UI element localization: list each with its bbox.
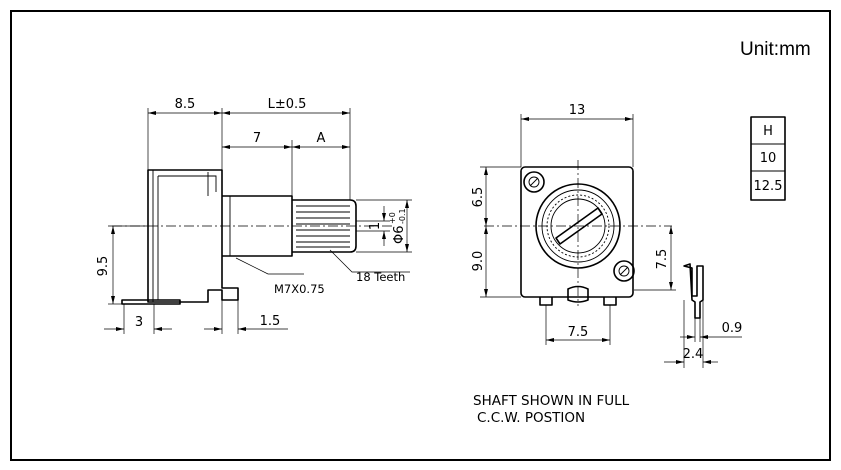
front-terminal-right	[603, 297, 617, 306]
dim-shaft-tolerance-lower: -0.1	[398, 208, 407, 224]
front-terminal-left	[539, 297, 553, 306]
dim-pin-offset: 3	[135, 315, 143, 330]
dim-shaft-height: 9.5	[96, 256, 111, 277]
height-table-row-1: 10	[760, 151, 777, 166]
front-terminal-center	[567, 285, 589, 303]
dim-slot-width: 1	[368, 222, 383, 230]
side-view: 8.5 L±0.5 7 A 9.5 3 1.5 1	[96, 97, 412, 334]
dim-tab-width: 1.5	[260, 314, 281, 329]
height-table-header: H	[763, 124, 773, 139]
dim-shaft-length: L±0.5	[268, 97, 307, 112]
dim-front-right-height: 7.5	[655, 249, 670, 270]
dim-pin-thickness: 0.9	[722, 321, 743, 336]
boss-bottom-right	[613, 260, 635, 282]
note-line-1: SHAFT SHOWN IN FULL	[473, 393, 630, 409]
front-housing	[520, 166, 634, 298]
dim-shaft-diameter: Φ6	[392, 225, 407, 244]
side-pin	[121, 299, 181, 305]
side-body	[147, 169, 239, 303]
height-table-row-2: 12.5	[754, 179, 783, 194]
callout-thread: M7X0.75	[274, 282, 325, 296]
front-view: 13 6.5 9.0 7.5 7.5	[471, 103, 676, 345]
boss-top-left	[523, 171, 545, 193]
height-table: H 10 12.5	[750, 116, 786, 201]
dim-shaft-tolerance-upper: +0	[388, 212, 397, 224]
dim-pin-width: 2.4	[683, 347, 704, 362]
knurl-lines	[296, 205, 350, 248]
pin-detail: 0.9 2.4	[664, 263, 743, 368]
unit-label: Unit:mm	[740, 39, 811, 60]
dim-body-length: 8.5	[175, 97, 196, 112]
dim-front-lower-height: 9.0	[471, 251, 486, 272]
pin-profile	[683, 263, 704, 319]
dim-front-upper-height: 6.5	[471, 187, 486, 208]
dim-knurl-length: A	[317, 131, 326, 146]
callout-knurl: 18 Teeth	[356, 270, 405, 284]
note-line-2: C.C.W. POSTION	[477, 410, 585, 426]
dim-pin-spacing: 7.5	[568, 325, 589, 340]
drawing-frame	[10, 10, 831, 461]
dim-front-width: 13	[569, 103, 586, 118]
front-shaft-slot	[555, 207, 603, 245]
dim-bushing-length: 7	[253, 131, 261, 146]
